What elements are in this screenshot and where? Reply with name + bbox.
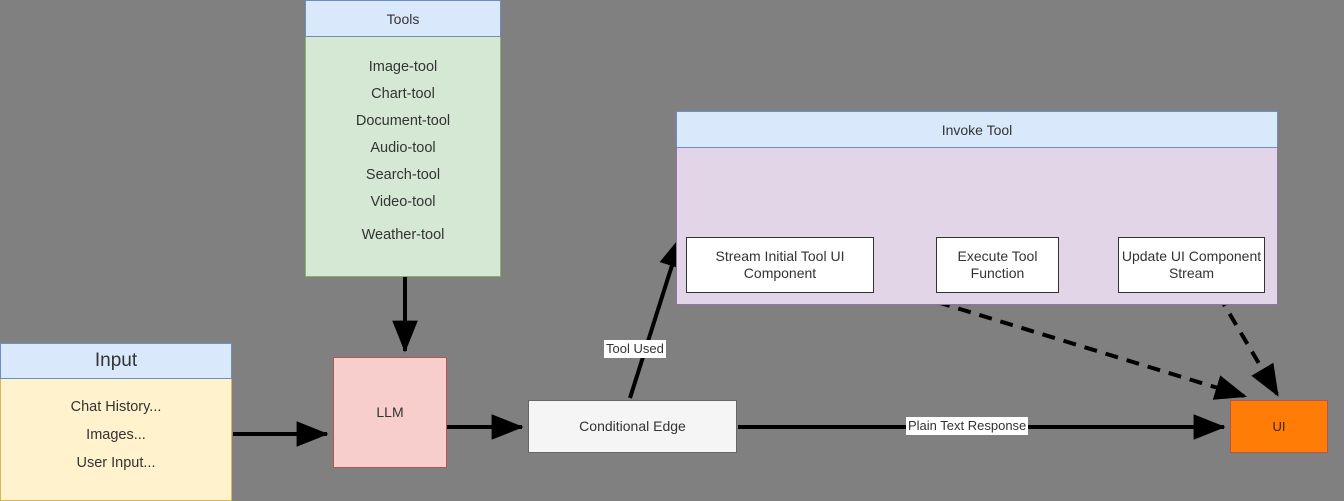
node-stream-initial-tool-ui-component[interactable]: Stream Initial Tool UI Component — [686, 237, 874, 293]
tool-item-weather[interactable]: Weather-tool — [361, 227, 445, 243]
node-execute-tool-function[interactable]: Execute Tool Function — [936, 237, 1059, 293]
invoke-tool-group-body: Stream Initial Tool UI Component Execute… — [676, 148, 1278, 305]
tool-item-audio[interactable]: Audio-tool — [370, 139, 436, 156]
tool-item-document[interactable]: Document-tool — [355, 112, 451, 129]
input-group: Input Chat History... Images... User Inp… — [0, 343, 232, 501]
node-conditional-edge[interactable]: Conditional Edge — [528, 400, 737, 453]
invoke-tool-group: Invoke Tool Stream Initial Tool UI Compo… — [676, 111, 1278, 305]
tools-group-title: Tools — [305, 0, 501, 37]
node-ui[interactable]: UI — [1230, 400, 1328, 453]
tools-group: Tools Image-tool Chart-tool Document-too… — [305, 0, 501, 277]
node-llm[interactable]: LLM — [333, 357, 447, 468]
node-update-ui-component-stream[interactable]: Update UI Component Stream — [1118, 237, 1265, 293]
tool-item-search[interactable]: Search-tool — [365, 166, 441, 183]
tool-item-image[interactable]: Image-tool — [368, 58, 438, 75]
input-group-title: Input — [0, 343, 232, 379]
input-item-user-input[interactable]: User Input... — [76, 455, 156, 471]
edge-label-tool-used: Tool Used — [604, 340, 666, 359]
tool-item-chart[interactable]: Chart-tool — [371, 85, 435, 102]
invoke-tool-group-title: Invoke Tool — [676, 111, 1278, 148]
input-group-body: Chat History... Images... User Input... — [0, 379, 232, 501]
tool-item-video[interactable]: Video-tool — [370, 193, 436, 210]
tools-group-body: Image-tool Chart-tool Document-tool Audi… — [305, 37, 501, 277]
input-item-images[interactable]: Images... — [86, 427, 146, 443]
input-item-chat-history[interactable]: Chat History... — [70, 399, 162, 415]
edge-tool-used — [628, 235, 685, 399]
edge-label-plain-text-response: Plain Text Response — [906, 417, 1029, 436]
